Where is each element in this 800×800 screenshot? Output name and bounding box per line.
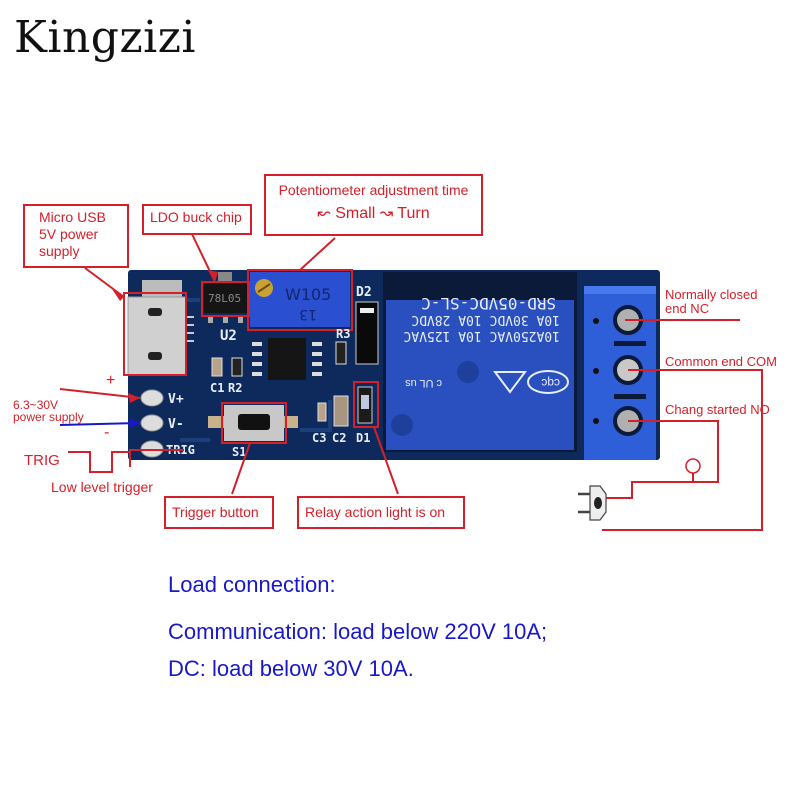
plug-icon <box>578 485 607 521</box>
relay-cert-mark: cqc <box>541 376 560 390</box>
brand-title: Kingzizi <box>14 12 196 63</box>
r3-resistor <box>335 341 347 365</box>
trigger-highlight-box <box>221 402 287 444</box>
relay: 10A250VAC 10A 125VAC 10A 30VDC 10A 28VDC… <box>383 272 577 452</box>
relay-text-line-2: 10A 30VDC 10A 28VDC <box>411 312 560 327</box>
c3-label: C3 <box>312 431 326 445</box>
button-leader <box>231 442 251 495</box>
usb-highlight-box <box>123 292 187 376</box>
load-dc-spec: DC: load below 30V 10A. <box>168 656 414 681</box>
r2-label: R2 <box>228 381 242 395</box>
led-highlight-box <box>353 381 379 428</box>
no-label: Chang started NO <box>665 402 770 417</box>
pot-title: Potentiometer adjustment time <box>278 182 469 198</box>
callout-trigger-button: Trigger button <box>164 496 274 529</box>
plus-sign: + <box>106 372 116 389</box>
callout-micro-usb: Micro USB 5V power supply <box>23 204 129 268</box>
pot-leader <box>299 237 336 271</box>
power-supply-label: power supply <box>13 410 84 424</box>
callout-ldo-buck-chip: LDO buck chip <box>142 204 252 235</box>
d1-label: D1 <box>356 431 370 445</box>
d2-label: D2 <box>356 285 372 300</box>
pot-small: Small <box>335 205 376 222</box>
c3-capacitor <box>317 402 327 422</box>
micro-usb-line-1: Micro USB <box>39 209 106 225</box>
relay-ul-mark: c UL us <box>405 377 442 389</box>
pin-label-vplus: V+ <box>168 392 184 407</box>
c2-capacitor <box>333 395 349 427</box>
relay-text-line-1: SRD-05VDC-SL-C <box>421 294 556 313</box>
relay-text-line-3: 10A250VAC 10A 125VAC <box>403 328 560 343</box>
trigger-switch <box>208 405 298 441</box>
nc-label-line-1: Normally closed <box>665 287 758 302</box>
svg-text:78L05: 78L05 <box>208 292 241 305</box>
com-label: Common end COM <box>665 354 777 369</box>
micro-usb-line-2: 5V power <box>39 226 99 242</box>
potentiometer: W105 13 <box>250 272 350 327</box>
vminus-wire <box>59 422 141 426</box>
svg-text:13: 13 <box>299 306 317 322</box>
pot-turn: Turn <box>397 205 430 222</box>
relay-light-label: Relay action light is on <box>305 504 446 520</box>
nc-label-line-2: end NC <box>665 301 710 316</box>
vplus-wire <box>59 388 141 399</box>
d2-diode <box>355 301 379 365</box>
r2-resistor <box>231 357 243 377</box>
trig-wire <box>129 449 184 467</box>
trig-label: TRIG <box>24 452 60 469</box>
terminal-block <box>584 286 656 460</box>
com-wire <box>602 369 763 531</box>
svg-text:W105: W105 <box>285 285 331 304</box>
ldo-label: LDO buck chip <box>150 209 242 225</box>
pin-label-vminus: V- <box>168 417 184 432</box>
usb-leader <box>84 267 125 298</box>
bulb-icon <box>685 458 701 482</box>
voltage-label: 6.3~30V <box>13 398 59 412</box>
c1-label: C1 <box>210 381 224 395</box>
u2-ldo-chip: 78L05 <box>204 272 248 323</box>
callout-potentiometer: Potentiometer adjustment time ↜ Small ↝ … <box>264 174 483 236</box>
arrow-right-icon: ↝ <box>379 205 394 222</box>
timer-ic <box>252 338 322 380</box>
load-ac-spec: Communication: load below 220V 10A; <box>168 619 548 644</box>
arrow-left-icon: ↜ <box>317 205 331 222</box>
minus-sign: - <box>104 424 110 441</box>
pot-direction: ↜ Small ↝ Turn <box>272 205 475 222</box>
u2-label: U2 <box>220 328 237 344</box>
c2-label: C2 <box>332 431 346 445</box>
s1-label: S1 <box>232 445 246 459</box>
low-level-trigger-label: Low level trigger <box>51 479 153 495</box>
load-connection-title: Load connection: <box>168 572 336 597</box>
callout-relay-light: Relay action light is on <box>297 496 465 529</box>
micro-usb-line-3: supply <box>39 243 80 259</box>
trig-pulse <box>68 451 130 473</box>
led-leader <box>373 426 399 495</box>
c1-capacitor <box>211 357 223 377</box>
r3-label: R3 <box>336 327 350 341</box>
trigger-button-label: Trigger button <box>172 504 259 520</box>
